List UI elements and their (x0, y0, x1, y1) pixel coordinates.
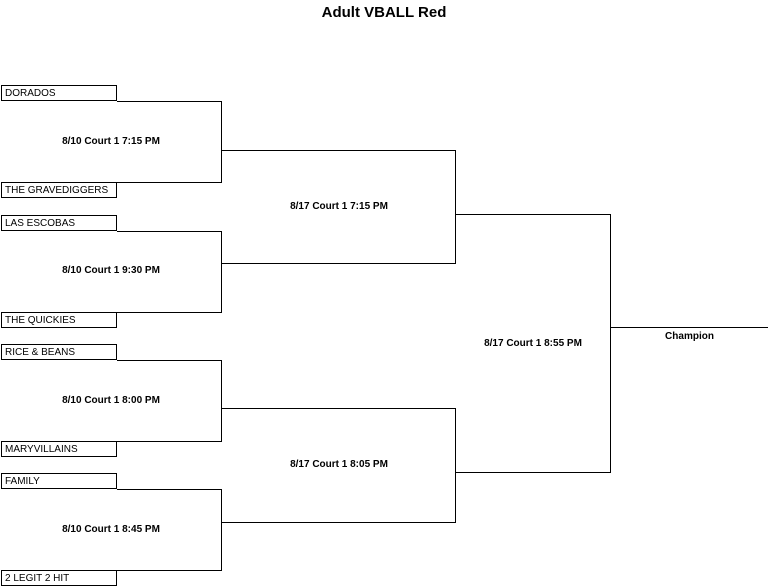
semi-connector-line (455, 408, 456, 523)
r1-connector-line (221, 101, 222, 183)
semifinal-game-1: 8/17 Court 1 7:15 PM (290, 201, 388, 212)
bracket-title: Adult VBALL Red (321, 4, 447, 21)
final-connector-line (455, 472, 611, 473)
team-slot-7: FAMILY (1, 473, 117, 489)
final-connector-line (455, 214, 611, 215)
final-game: 8/17 Court 1 8:55 PM (484, 338, 582, 349)
r1-connector-line (117, 101, 222, 102)
r1-connector-line (117, 570, 222, 571)
team-slot-3: LAS ESCOBAS (1, 215, 117, 231)
r1-connector-line (117, 182, 222, 183)
team-slot-1: DORADOS (1, 85, 117, 101)
team-slot-8: 2 LEGIT 2 HIT (1, 570, 117, 586)
champion-label: Champion (665, 331, 714, 342)
round1-game-1: 8/10 Court 1 7:15 PM (62, 136, 160, 147)
round1-game-3: 8/10 Court 1 8:00 PM (62, 395, 160, 406)
r1-connector-line (117, 312, 222, 313)
semi-connector-line (221, 522, 456, 523)
r1-connector-line (221, 360, 222, 442)
semifinal-game-2: 8/17 Court 1 8:05 PM (290, 459, 388, 470)
r1-connector-line (117, 489, 222, 490)
r1-connector-line (221, 489, 222, 571)
team-slot-6: MARYVILLAINS (1, 441, 117, 457)
semi-connector-line (221, 263, 456, 264)
final-connector-line (610, 214, 611, 473)
team-slot-4: THE QUICKIES (1, 312, 117, 328)
r1-connector-line (221, 231, 222, 313)
round1-game-4: 8/10 Court 1 8:45 PM (62, 524, 160, 535)
r1-connector-line (117, 231, 222, 232)
team-slot-2: THE GRAVEDIGGERS (1, 182, 117, 198)
round1-game-2: 8/10 Court 1 9:30 PM (62, 265, 160, 276)
r1-connector-line (117, 441, 222, 442)
semi-connector-line (221, 150, 456, 151)
champion-line (610, 327, 768, 328)
r1-connector-line (117, 360, 222, 361)
semi-connector-line (221, 408, 456, 409)
team-slot-5: RICE & BEANS (1, 344, 117, 360)
semi-connector-line (455, 150, 456, 264)
